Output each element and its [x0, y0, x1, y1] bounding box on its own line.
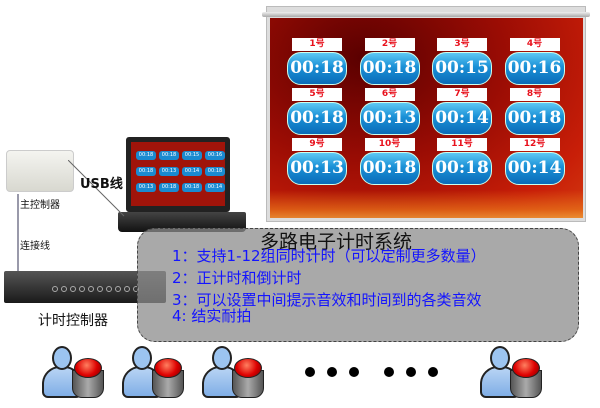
- laptop-timer-thumbnail: 00:18: [159, 151, 179, 160]
- person-head: [212, 346, 232, 370]
- device-port: [79, 286, 85, 292]
- laptop-timer-thumbnail: 00:18: [159, 183, 179, 192]
- timer-value: 00:18: [432, 152, 492, 185]
- laptop-timer-thumbnail: 00:13: [159, 167, 179, 176]
- connection-label: 连接线: [20, 241, 50, 252]
- timer-value: 00:18: [359, 152, 420, 185]
- timer-label: 12号: [509, 138, 560, 151]
- timer-label: 9号: [292, 138, 342, 151]
- contestant-with-buzzer: [200, 346, 270, 400]
- timer-value: 00:16: [504, 52, 565, 85]
- ellipsis-dot: [305, 367, 315, 377]
- feature-item: 1：支持1-12组同时计时（可以定制更多数量）: [172, 247, 486, 265]
- device-port: [106, 286, 112, 292]
- timer-label: 4号: [509, 38, 560, 51]
- buzzer-button-icon: [74, 358, 102, 378]
- feature-item: 3：可以设置中间提示音效和时间到的各类音效: [172, 291, 482, 309]
- main-controller-icon: [6, 150, 74, 192]
- ellipsis-dot: [406, 367, 416, 377]
- timer-value: 00:14: [432, 102, 492, 135]
- laptop-timer-thumbnail: 00:13: [136, 183, 156, 192]
- timer-label: 5号: [292, 88, 342, 101]
- ellipsis-dot: [327, 367, 337, 377]
- laptop-timer-thumbnail: 00:18: [205, 167, 225, 176]
- timer-value: 00:14: [504, 152, 565, 185]
- device-port: [70, 286, 76, 292]
- person-head: [52, 346, 72, 370]
- timer-label: 7号: [437, 88, 487, 101]
- ellipsis-dot: [428, 367, 438, 377]
- timer-label: 3号: [437, 38, 487, 51]
- timer-value: 00:18: [504, 102, 565, 135]
- timer-controller-label: 计时控制器: [38, 313, 108, 329]
- usb-cable-line: [68, 160, 125, 217]
- screen-background-glow: [270, 190, 583, 218]
- contestant-with-buzzer: [40, 346, 110, 400]
- feature-item: 4: 结实耐拍: [172, 307, 252, 325]
- buzzer-button-icon: [512, 358, 540, 378]
- person-head: [490, 346, 510, 370]
- laptop-timer-thumbnail: 00:14: [182, 167, 202, 176]
- feature-panel: [137, 228, 579, 342]
- usb-label: USB线: [80, 177, 123, 192]
- timer-label: 8号: [509, 88, 560, 101]
- device-port: [115, 286, 121, 292]
- timer-label: 6号: [364, 88, 415, 101]
- device-port: [52, 286, 58, 292]
- timer-label: 1号: [292, 38, 342, 51]
- projection-screen-roller: [262, 12, 590, 17]
- person-head: [132, 346, 152, 370]
- laptop-timer-thumbnail: 00:15: [182, 151, 202, 160]
- panel-title: 多路电子计时系统: [260, 231, 413, 253]
- timer-value: 00:13: [287, 152, 347, 185]
- device-port: [61, 286, 67, 292]
- timer-label: 10号: [364, 138, 415, 151]
- laptop-keyboard: [118, 212, 246, 232]
- contestant-with-buzzer: [478, 346, 548, 400]
- main-controller-label: 主控制器: [20, 200, 60, 211]
- buzzer-button-icon: [154, 358, 182, 378]
- timer-label: 11号: [437, 138, 487, 151]
- timer-label: 2号: [364, 38, 415, 51]
- laptop-timer-thumbnail: 00:18: [182, 183, 202, 192]
- ellipsis-dot: [384, 367, 394, 377]
- device-port: [97, 286, 103, 292]
- timer-value: 00:18: [359, 52, 420, 85]
- timer-value: 00:15: [432, 52, 492, 85]
- device-port: [124, 286, 130, 292]
- buzzer-button-icon: [234, 358, 262, 378]
- connection-wire: [17, 194, 19, 272]
- contestant-with-buzzer: [120, 346, 190, 400]
- timer-value: 00:18: [287, 102, 347, 135]
- laptop-timer-thumbnail: 00:16: [205, 151, 225, 160]
- feature-item: 2：正计时和倒计时: [172, 269, 302, 287]
- ellipsis-dot: [349, 367, 359, 377]
- laptop-timer-thumbnail: 00:18: [136, 151, 156, 160]
- laptop-timer-thumbnail: 00:18: [136, 167, 156, 176]
- device-port: [88, 286, 94, 292]
- timer-value: 00:18: [287, 52, 347, 85]
- timer-value: 00:13: [359, 102, 420, 135]
- laptop-timer-thumbnail: 00:14: [205, 183, 225, 192]
